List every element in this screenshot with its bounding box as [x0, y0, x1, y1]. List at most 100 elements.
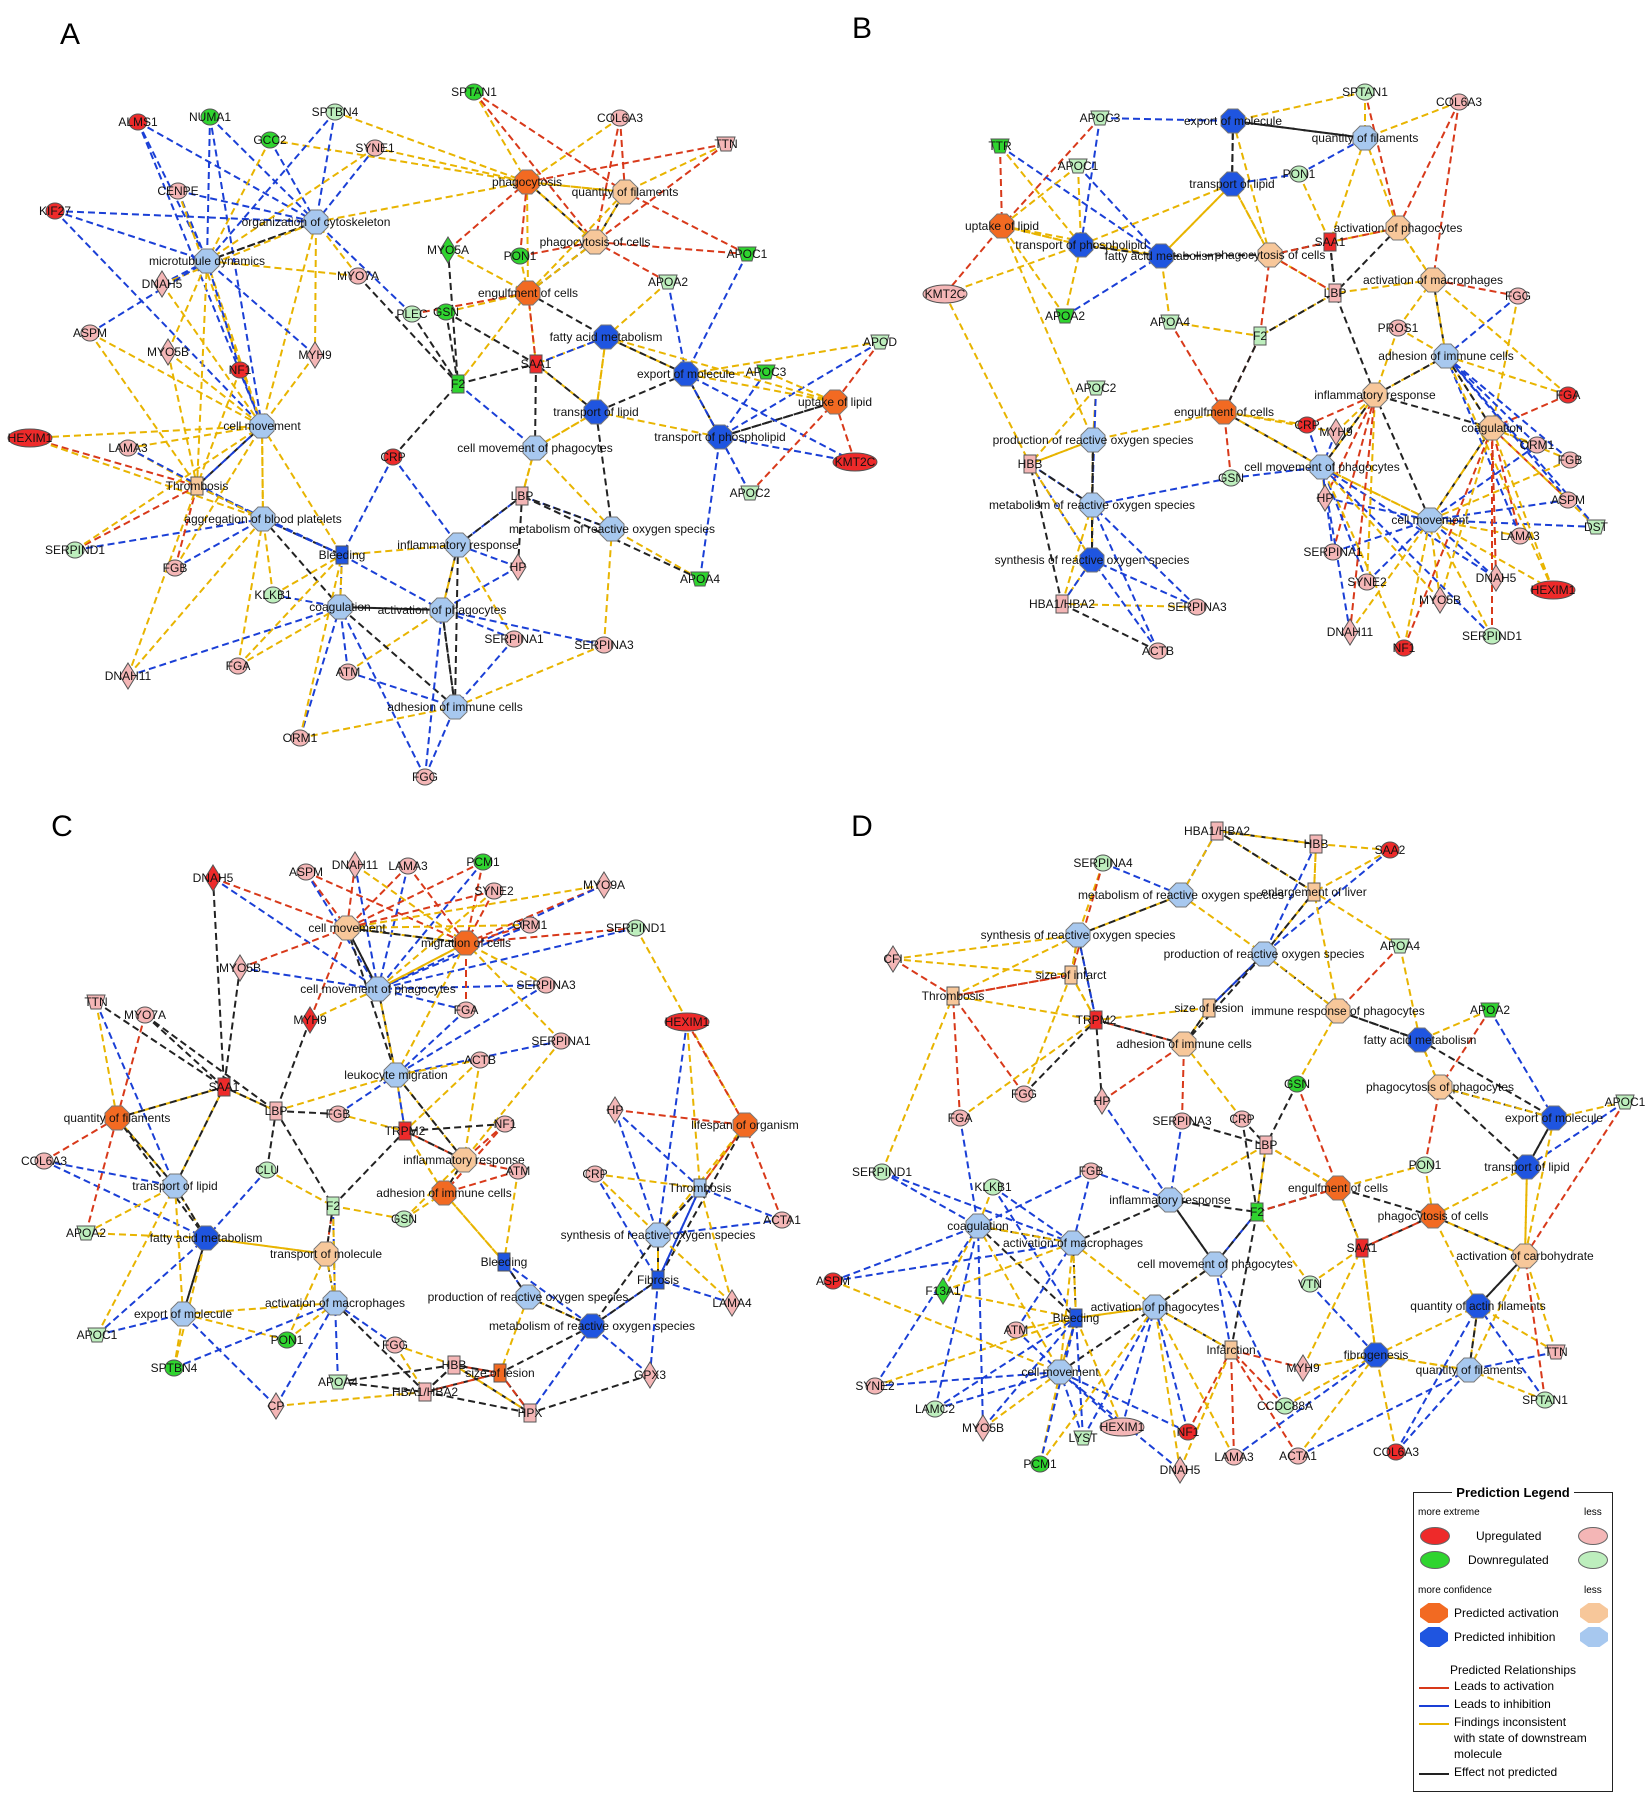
node-fatty-acid-metabolism[interactable]: fatty acid metabolism: [1105, 243, 1218, 269]
node-hexim1[interactable]: HEXIM1: [7, 428, 53, 448]
node-ttn[interactable]: TTN: [84, 994, 108, 1010]
node-activation-of-macrophages[interactable]: activation of macrophages: [265, 1290, 405, 1316]
node-fgb[interactable]: FGB: [326, 1105, 351, 1123]
node-nf1[interactable]: NF1: [1177, 1423, 1200, 1441]
node-apoc3[interactable]: APOC3: [1080, 110, 1121, 126]
node-dnah5[interactable]: DNAH5: [142, 270, 183, 298]
node-transport-of-molecule[interactable]: transport of molecule: [270, 1241, 382, 1267]
node-hexim1[interactable]: HEXIM1: [1099, 1417, 1145, 1437]
node-aspm[interactable]: ASPM: [1551, 491, 1585, 509]
node-fga[interactable]: FGA: [1556, 386, 1581, 404]
node-fgb[interactable]: FGB: [163, 559, 188, 577]
node-apoc3[interactable]: APOC3: [746, 364, 787, 380]
node-apoc1[interactable]: APOC1: [77, 1327, 118, 1343]
node-hbb[interactable]: HBB: [442, 1355, 467, 1375]
node-cell-movement-of-phagocytes[interactable]: cell movement of phagocytes: [1137, 1251, 1293, 1277]
node-col6a3[interactable]: COL6A3: [1373, 1443, 1419, 1461]
node-metabolism-of-reactive-oxygen-species[interactable]: metabolism of reactive oxygen species: [489, 1313, 695, 1339]
node-activation-of-phagocytes[interactable]: activation of phagocytes: [1091, 1294, 1220, 1320]
node-orm1[interactable]: ORM1: [283, 729, 318, 747]
node-serpina3[interactable]: SERPINA3: [1167, 598, 1227, 616]
node-thrombosis[interactable]: Thrombosis: [166, 476, 229, 496]
node-serpind1[interactable]: SERPIND1: [1462, 627, 1522, 645]
node-microtubule-dynamics[interactable]: microtubule dynamics: [149, 248, 265, 274]
node-transport-of-lipid[interactable]: transport of lipid: [1189, 171, 1275, 197]
node-crp[interactable]: CRP: [380, 448, 406, 466]
node-thrombosis[interactable]: Thrombosis: [922, 986, 985, 1006]
node-saa1[interactable]: SAA1: [1315, 232, 1346, 252]
node-acta1[interactable]: ACTA1: [763, 1211, 801, 1229]
node-fga[interactable]: FGA: [226, 657, 251, 675]
node-fatty-acid-metabolism[interactable]: fatty acid metabolism: [1364, 1027, 1477, 1053]
node-kmt2c[interactable]: KMT2C: [922, 284, 968, 304]
node-adhesion-of-immune-cells[interactable]: adhesion of immune cells: [376, 1180, 512, 1206]
node-myo5b[interactable]: MYO5B: [219, 954, 261, 982]
node-fgg[interactable]: FGG: [412, 768, 438, 786]
node-metabolism-of-reactive-oxygen-species[interactable]: metabolism of reactive oxygen species: [989, 492, 1195, 518]
node-hbb[interactable]: HBB: [1304, 834, 1329, 854]
node-kif27[interactable]: KIF27: [39, 202, 71, 220]
node-apoa2[interactable]: APOA2: [1470, 1002, 1510, 1018]
node-hp[interactable]: HP: [509, 553, 527, 581]
node-phagocytosis-of-cells[interactable]: phagocytosis of cells: [1378, 1203, 1489, 1229]
node-apoc1[interactable]: APOC1: [1058, 158, 1099, 174]
node-transport-of-lipid[interactable]: transport of lipid: [1484, 1154, 1570, 1180]
node-myh9[interactable]: MYH9: [293, 1006, 327, 1034]
node-pon1[interactable]: PON1: [504, 247, 537, 265]
node-col6a3[interactable]: COL6A3: [597, 109, 643, 127]
node-phagocytosis[interactable]: phagocytosis: [492, 169, 562, 195]
node-quantity-of-filaments[interactable]: quantity of filaments: [1312, 125, 1419, 151]
node-syne2[interactable]: SYNE2: [855, 1377, 895, 1395]
node-size-of-infarct[interactable]: size of infarct: [1036, 965, 1107, 985]
node-saa1[interactable]: SAA1: [521, 354, 552, 374]
node-clu[interactable]: CLU: [255, 1161, 279, 1179]
node-inflammatory-response[interactable]: inflammatory response: [1109, 1187, 1231, 1213]
node-dnah11[interactable]: DNAH11: [1327, 618, 1374, 646]
node-serpind1[interactable]: SERPIND1: [45, 541, 105, 559]
node-activation-of-macrophages[interactable]: activation of macrophages: [1003, 1230, 1143, 1256]
node-sptbn4[interactable]: SPTBN4: [312, 103, 359, 121]
node-metabolism-of-reactive-oxygen-species[interactable]: metabolism of reactive oxygen species: [509, 516, 715, 542]
node-dnah11[interactable]: DNAH11: [332, 851, 379, 879]
node-uptake-of-lipid[interactable]: uptake of lipid: [798, 389, 872, 415]
node-lama3[interactable]: LAMA3: [1214, 1448, 1254, 1466]
node-serpina1[interactable]: SERPINA1: [531, 1032, 591, 1050]
node-ccdc88a[interactable]: CCDC88A: [1257, 1397, 1313, 1415]
node-saa1[interactable]: SAA1: [209, 1077, 240, 1097]
node-pros1[interactable]: PROS1: [1378, 319, 1419, 337]
node-activation-of-phagocytes[interactable]: activation of phagocytes: [1334, 215, 1463, 241]
node-hp[interactable]: HP: [1093, 1087, 1111, 1115]
node-cp[interactable]: CP: [267, 1392, 285, 1420]
node-col6a3[interactable]: COL6A3: [1436, 93, 1482, 111]
node-hba1-hba2[interactable]: HBA1/HBA2: [392, 1382, 458, 1402]
node-apoa2[interactable]: APOA2: [1045, 308, 1085, 324]
node-coagulation[interactable]: coagulation: [309, 594, 371, 620]
node-lama3[interactable]: LAMA3: [1500, 527, 1540, 545]
node-syne1[interactable]: SYNE1: [355, 139, 395, 157]
node-adhesion-of-immune-cells[interactable]: adhesion of immune cells: [1116, 1031, 1252, 1057]
node-fatty-acid-metabolism[interactable]: fatty acid metabolism: [150, 1225, 263, 1251]
node-gsn[interactable]: GSN: [1218, 469, 1244, 487]
node-klkb1[interactable]: KLKB1: [254, 586, 292, 604]
node-orm1[interactable]: ORM1: [513, 916, 548, 934]
node-dnah5[interactable]: DNAH5: [193, 864, 234, 892]
node-lbp[interactable]: LBP: [265, 1101, 288, 1121]
node-transport-of-phospholipid[interactable]: transport of phospholipid: [654, 424, 786, 450]
node-fgg[interactable]: FGG: [1505, 287, 1531, 305]
node-dnah5[interactable]: DNAH5: [1476, 564, 1517, 592]
node-lifespan-of-organism[interactable]: lifespan of organism: [691, 1112, 799, 1138]
node-quantity-of-filaments[interactable]: quantity of filaments: [572, 179, 679, 205]
node-phagocytosis-of-phagocytes[interactable]: phagocytosis of phagocytes: [1366, 1074, 1514, 1100]
node-nf1[interactable]: NF1: [229, 361, 252, 379]
node-f2[interactable]: F2: [1253, 326, 1267, 346]
node-inflammatory-response[interactable]: inflammatory response: [1314, 382, 1436, 408]
node-trpm2[interactable]: TRPM2: [385, 1121, 426, 1141]
node-cell-movement[interactable]: cell movement: [223, 413, 301, 439]
node-gcc2[interactable]: GCC2: [253, 131, 287, 149]
node-hbb[interactable]: HBB: [1018, 454, 1043, 474]
node-plec[interactable]: PLEC: [396, 305, 428, 323]
node-cenpe[interactable]: CENPE: [157, 182, 199, 200]
node-myh9[interactable]: MYH9: [1319, 418, 1353, 446]
node-hexim1[interactable]: HEXIM1: [1530, 580, 1576, 600]
node-phagocytosis-of-cells[interactable]: phagocytosis of cells: [540, 229, 651, 255]
